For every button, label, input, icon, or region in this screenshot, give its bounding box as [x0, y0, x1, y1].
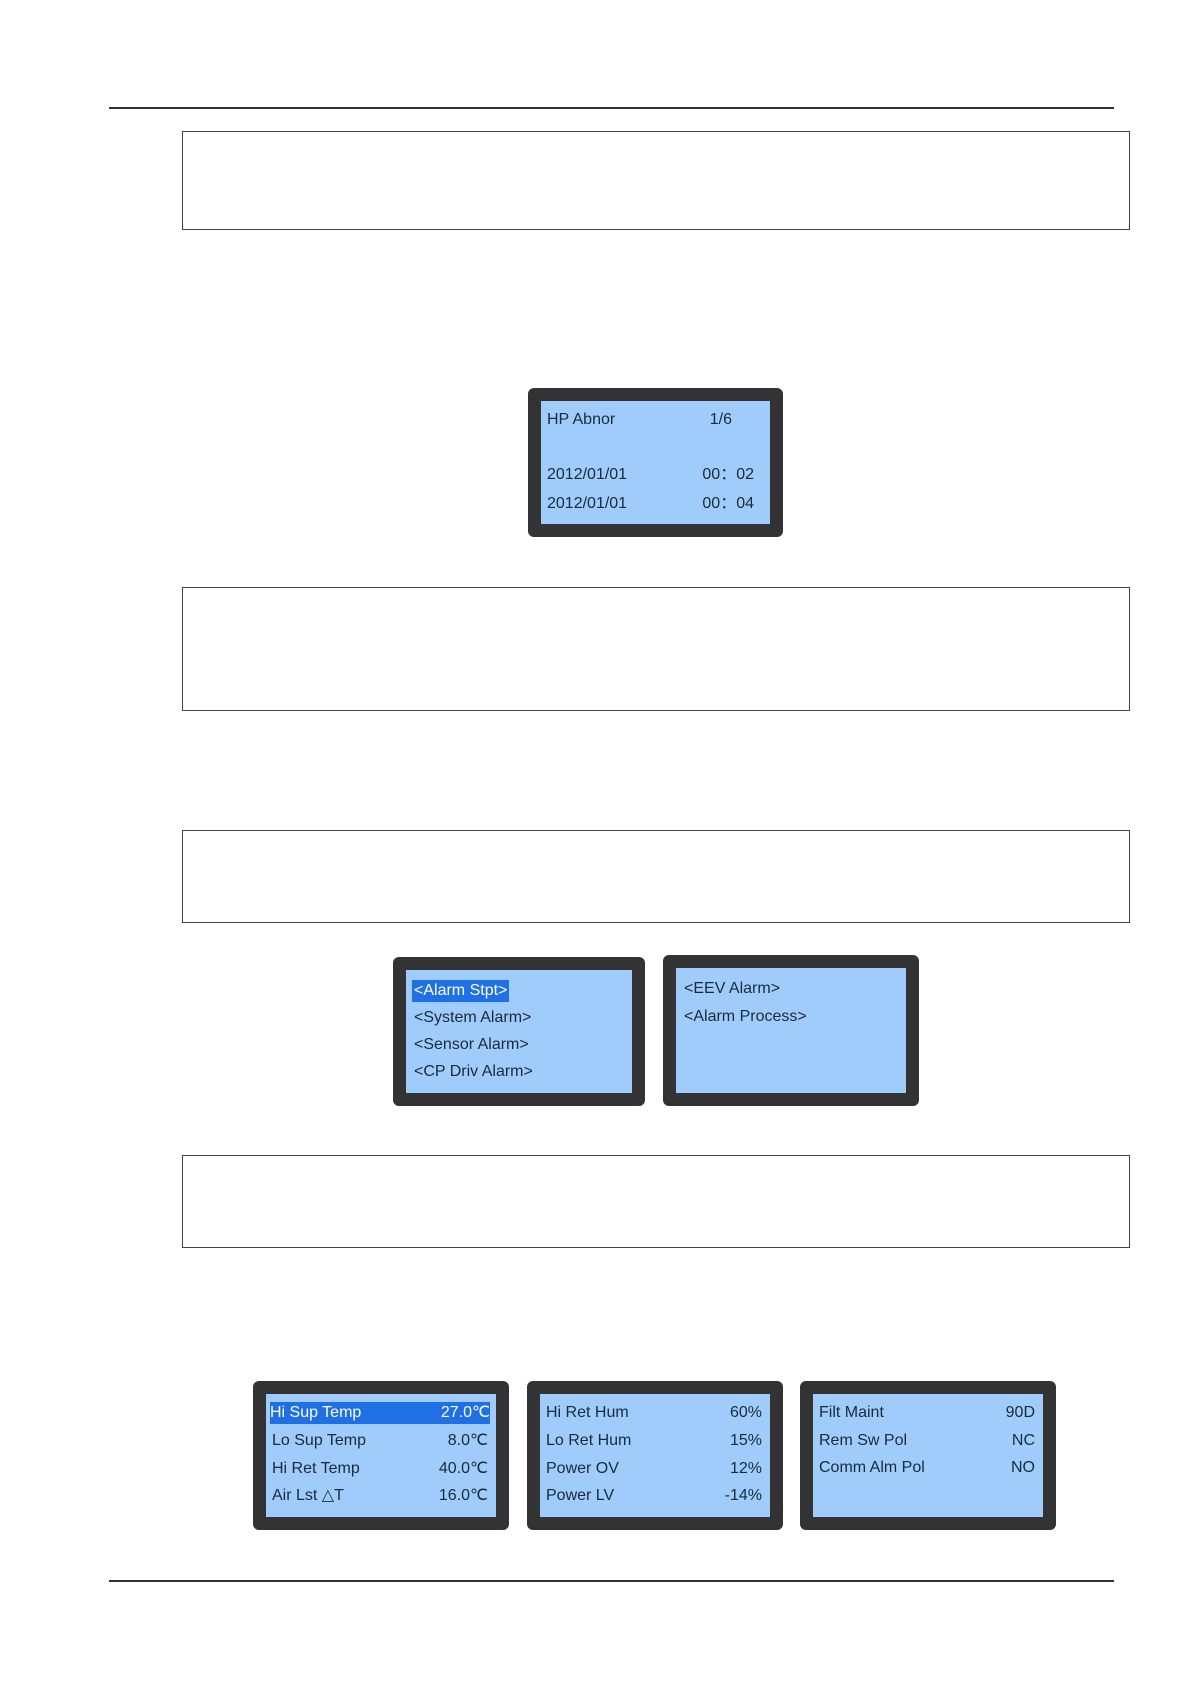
- setpoint-label: Hi Ret Temp: [272, 1460, 360, 1477]
- setpoint-row-comm-alm-pol[interactable]: Comm Alm Pol NO: [819, 1457, 1035, 1479]
- setpoint-row-air-lst-dt[interactable]: Air Lst △T 16.0℃: [272, 1485, 488, 1507]
- note-box-4: [182, 1155, 1130, 1248]
- note-box-2: [182, 587, 1130, 711]
- menu-item-system-alarm[interactable]: <System Alarm>: [414, 1009, 532, 1026]
- lcd-screen: Hi Sup Temp 27.0℃ Lo Sup Temp 8.0℃ Hi Re…: [266, 1394, 496, 1517]
- setpoint-row-lo-ret-hum[interactable]: Lo Ret Hum 15%: [546, 1430, 762, 1452]
- setpoint-label: Hi Sup Temp: [270, 1404, 362, 1421]
- lcd-alarm-stpt-1: Hi Sup Temp 27.0℃ Lo Sup Temp 8.0℃ Hi Re…: [253, 1381, 509, 1530]
- lcd-alarm-menu-1: <Alarm Stpt> <System Alarm> <Sensor Alar…: [393, 957, 645, 1106]
- page-indicator: 1/6: [709, 411, 732, 428]
- setpoint-value: -14%: [724, 1487, 762, 1504]
- lcd-screen: Filt Maint 90D Rem Sw Pol NC Comm Alm Po…: [813, 1394, 1043, 1517]
- setpoint-row-hi-ret-hum[interactable]: Hi Ret Hum 60%: [546, 1402, 762, 1424]
- setpoint-value: 12%: [729, 1460, 762, 1477]
- setpoint-row-lo-sup-temp[interactable]: Lo Sup Temp 8.0℃: [272, 1430, 488, 1452]
- setpoint-value: 40.0℃: [438, 1460, 488, 1477]
- setpoint-label: Rem Sw Pol: [819, 1432, 908, 1449]
- setpoint-value: 27.0℃: [440, 1404, 490, 1421]
- history-row: 2012/01/01 00：02: [547, 464, 762, 486]
- menu-item-sensor-alarm[interactable]: <Sensor Alarm>: [414, 1036, 529, 1053]
- setpoint-row-filt-maint[interactable]: Filt Maint 90D: [819, 1402, 1035, 1424]
- setpoint-label: Air Lst △T: [272, 1487, 344, 1504]
- setpoint-label: Power LV: [546, 1487, 615, 1504]
- menu-item-alarm-stpt[interactable]: <Alarm Stpt>: [412, 980, 510, 1002]
- history-time: 00：04: [702, 495, 754, 512]
- setpoint-value: 8.0℃: [447, 1432, 488, 1449]
- history-time: 00：02: [702, 466, 754, 483]
- note-box-1: [182, 131, 1130, 230]
- setpoint-value: NC: [1011, 1432, 1035, 1449]
- menu-item-alarm-process[interactable]: <Alarm Process>: [684, 1008, 807, 1025]
- lcd-hp-abnor: HP Abnor 1/6 2012/01/01 00：02 2012/01/01…: [528, 388, 783, 537]
- setpoint-row-power-lv[interactable]: Power LV -14%: [546, 1485, 762, 1507]
- setpoint-row-hi-ret-temp[interactable]: Hi Ret Temp 40.0℃: [272, 1458, 488, 1480]
- alarm-title: HP Abnor: [547, 411, 616, 428]
- setpoint-row-hi-sup-temp[interactable]: Hi Sup Temp 27.0℃: [270, 1402, 490, 1424]
- setpoint-label: Lo Sup Temp: [272, 1432, 366, 1449]
- history-row: 2012/01/01 00：04: [547, 493, 762, 515]
- menu-item-cp-driv-alarm[interactable]: <CP Driv Alarm>: [414, 1063, 533, 1080]
- setpoint-value: 16.0℃: [438, 1487, 488, 1504]
- setpoint-value: 60%: [729, 1404, 762, 1421]
- lcd-alarm-stpt-2: Hi Ret Hum 60% Lo Ret Hum 15% Power OV 1…: [527, 1381, 783, 1530]
- lcd-screen: Hi Ret Hum 60% Lo Ret Hum 15% Power OV 1…: [540, 1394, 770, 1517]
- setpoint-value: 90D: [1005, 1404, 1035, 1421]
- setpoint-label: Filt Maint: [819, 1404, 884, 1421]
- lcd-alarm-stpt-3: Filt Maint 90D Rem Sw Pol NC Comm Alm Po…: [800, 1381, 1056, 1530]
- menu-item-eev-alarm[interactable]: <EEV Alarm>: [684, 980, 781, 997]
- lcd-title-row: HP Abnor 1/6: [547, 409, 762, 431]
- note-box-3: [182, 830, 1130, 923]
- setpoint-label: Lo Ret Hum: [546, 1432, 632, 1449]
- lcd-screen: HP Abnor 1/6 2012/01/01 00：02 2012/01/01…: [541, 401, 770, 524]
- lcd-screen: <Alarm Stpt> <System Alarm> <Sensor Alar…: [406, 970, 632, 1093]
- setpoint-value: NO: [1011, 1459, 1035, 1476]
- footer-rule: [109, 1580, 1114, 1582]
- history-date: 2012/01/01: [547, 495, 628, 512]
- setpoint-value: 15%: [729, 1432, 762, 1449]
- setpoint-row-power-ov[interactable]: Power OV 12%: [546, 1458, 762, 1480]
- lcd-alarm-menu-2: <EEV Alarm> <Alarm Process>: [663, 955, 919, 1106]
- setpoint-row-rem-sw-pol[interactable]: Rem Sw Pol NC: [819, 1430, 1035, 1452]
- setpoint-label: Hi Ret Hum: [546, 1404, 629, 1421]
- setpoint-label: Comm Alm Pol: [819, 1459, 925, 1476]
- header-rule: [109, 107, 1114, 109]
- lcd-screen: <EEV Alarm> <Alarm Process>: [676, 968, 906, 1093]
- setpoint-label: Power OV: [546, 1460, 619, 1477]
- history-date: 2012/01/01: [547, 466, 628, 483]
